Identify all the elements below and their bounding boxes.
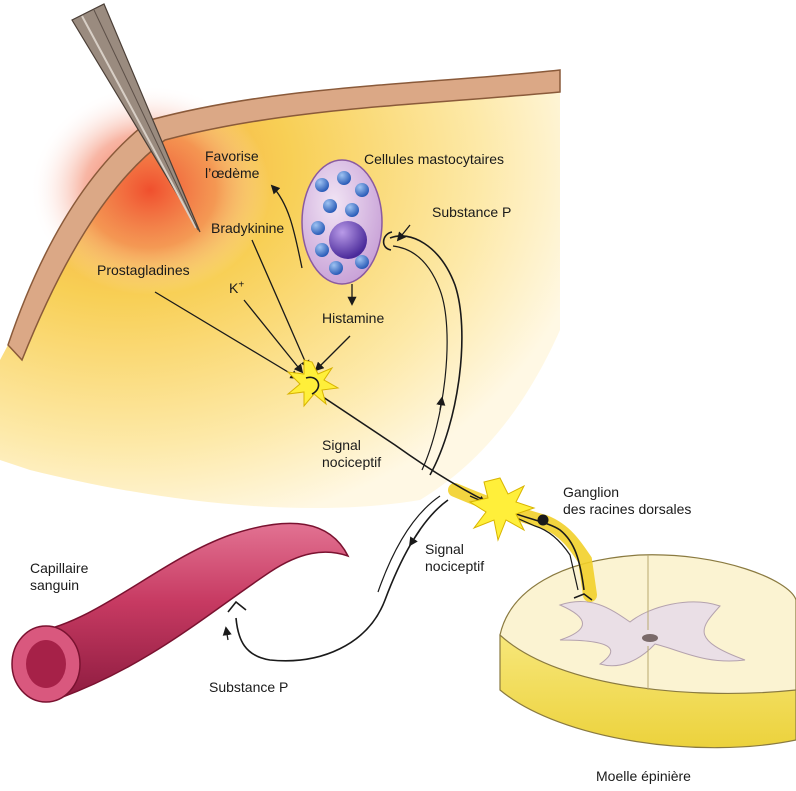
granule: [355, 183, 369, 197]
label-favorise-line1: Favorise: [205, 148, 259, 165]
arrow-signal-down: [410, 530, 420, 545]
ganglion-cell-body: [538, 515, 549, 526]
label-capillaire: Capillaire sanguin: [30, 560, 88, 594]
label-histamine: Histamine: [322, 310, 384, 327]
label-bradykinine: Bradykinine: [211, 220, 284, 237]
label-signal-bottom: Signal nociceptif: [425, 541, 484, 575]
label-mastocytes: Cellules mastocytaires: [364, 151, 504, 168]
label-signal-top-line1: Signal: [322, 437, 381, 454]
label-signal-bottom-line1: Signal: [425, 541, 484, 558]
label-favorise: Favorise l’œdème: [205, 148, 259, 182]
mast-cell-nucleus: [329, 221, 367, 259]
granule: [355, 255, 369, 269]
nociceptor-spark-ganglion: [470, 478, 534, 540]
granule: [337, 171, 351, 185]
label-capillaire-line1: Capillaire: [30, 560, 88, 577]
label-substance-p-bottom: Substance P: [209, 679, 288, 696]
label-ganglion-line2: des racines dorsales: [563, 501, 691, 518]
label-ganglion-line1: Ganglion: [563, 484, 691, 501]
capillary-vessel: [12, 523, 348, 702]
spinal-cord: [500, 555, 796, 748]
granule: [311, 221, 325, 235]
arrow-substance-p-bottom: [226, 628, 228, 640]
label-signal-top-line2: nociceptif: [322, 454, 381, 471]
label-moelle: Moelle épinière: [596, 768, 691, 785]
nerve-terminal-capillary: [228, 602, 246, 612]
label-substance-p-top: Substance P: [432, 204, 511, 221]
label-potassium: K+: [229, 280, 244, 297]
label-favorise-line2: l’œdème: [205, 165, 259, 182]
branch-to-capillary: [236, 500, 448, 661]
label-signal-bottom-line2: nociceptif: [425, 558, 484, 575]
granule: [315, 243, 329, 257]
label-capillaire-line2: sanguin: [30, 577, 88, 594]
granule: [315, 178, 329, 192]
central-canal: [642, 634, 658, 642]
granule: [345, 203, 359, 217]
label-prostaglandines: Prostagladines: [97, 262, 190, 279]
granule: [329, 261, 343, 275]
label-potassium-charge: +: [238, 279, 244, 290]
label-signal-top: Signal nociceptif: [322, 437, 381, 471]
granule: [323, 199, 337, 213]
label-ganglion: Ganglion des racines dorsales: [563, 484, 691, 518]
label-potassium-base: K: [229, 280, 238, 296]
mast-cell: [302, 160, 382, 284]
